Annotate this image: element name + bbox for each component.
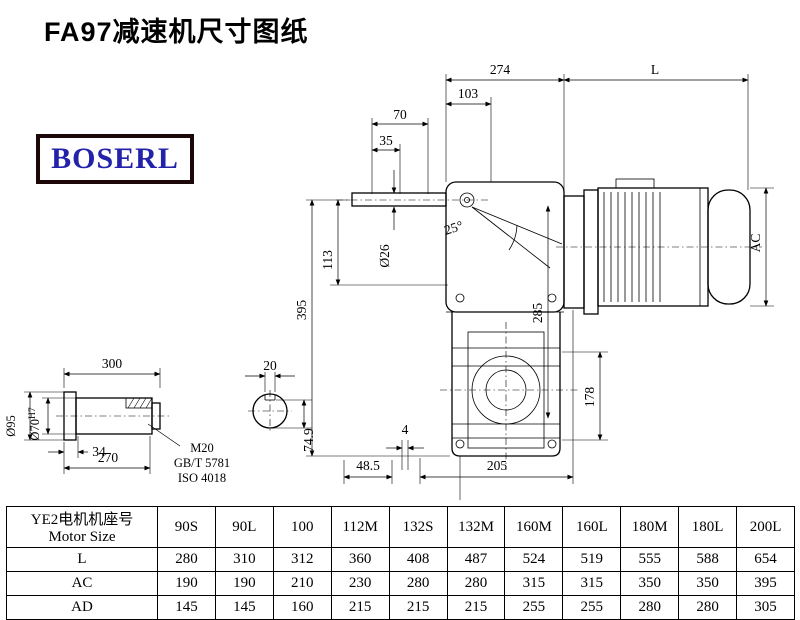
dim-20: 20 (263, 358, 277, 373)
column-header: 200L (736, 506, 795, 548)
motor-outline (563, 178, 751, 315)
dim-70: 70 (393, 107, 407, 122)
column-header: 160M (504, 506, 564, 548)
dim-285: 285 (530, 303, 545, 324)
row-label-AC: AC (6, 571, 158, 596)
column-header: 180M (620, 506, 680, 548)
table-row-L: L 280 310 312 360 408 487 524 519 555 58… (6, 547, 795, 572)
dim-L: L (651, 62, 659, 77)
table-cell: 280 (388, 571, 448, 596)
table-cell: 408 (388, 547, 448, 572)
table-cell: 280 (157, 547, 216, 572)
dim-angle-25: 25° (442, 218, 465, 238)
dim-274: 274 (490, 62, 511, 77)
dim-74-9: 74.9 (301, 428, 316, 452)
shaft-detail-outline (63, 391, 161, 441)
centerlines (56, 199, 762, 470)
table-cell: 310 (214, 547, 274, 572)
table-cell: 280 (446, 571, 506, 596)
table-cell: 654 (736, 547, 795, 572)
shaft-section-outline (252, 393, 288, 429)
motor-size-header-en: Motor Size (48, 529, 116, 545)
column-header: 180L (678, 506, 738, 548)
table-cell: 555 (620, 547, 680, 572)
table-cell: 312 (272, 547, 332, 572)
table-cell: 350 (678, 571, 738, 596)
motor-size-header-cn: YE2电机机座号 (30, 512, 134, 528)
dim-34: 34 (92, 444, 106, 459)
technical-drawing: 274 L 103 70 35 25° Ø26 395 113 285 AC 1… (4, 62, 774, 500)
table-cell: 315 (504, 571, 564, 596)
dim-35: 35 (379, 133, 393, 148)
table-cell: 519 (562, 547, 622, 572)
motor-size-header: YE2电机机座号 Motor Size (6, 506, 158, 548)
dim-103: 103 (458, 86, 479, 101)
column-header: 160L (562, 506, 622, 548)
table-cell: 190 (157, 571, 216, 596)
dimension-lines (27, 77, 769, 480)
table-header-row: YE2电机机座号 Motor Size 90S 90L 100 112M 132… (6, 506, 795, 548)
column-header: 100 (272, 506, 332, 548)
brand-logo-text: BOSERL (51, 142, 179, 175)
column-header: 132S (388, 506, 448, 548)
table-cell: 360 (330, 547, 390, 572)
dimension-table: YE2电机机座号 Motor Size 90S 90L 100 112M 132… (6, 506, 795, 620)
table-cell: 588 (678, 547, 738, 572)
dim-dia-70-h7: Ø70H7 (28, 407, 42, 440)
page-title: FA97减速机尺寸图纸 (44, 17, 309, 47)
table-cell: 210 (272, 571, 332, 596)
standard-callout-iso: ISO 4018 (178, 471, 226, 485)
gearbox-housing-outline (445, 181, 565, 457)
column-header: 112M (330, 506, 390, 548)
column-header: 90S (157, 506, 216, 548)
dim-dia-95: Ø95 (4, 415, 18, 437)
thread-callout-m20: M20 (190, 441, 214, 455)
column-header: 132M (446, 506, 506, 548)
table-cell: 350 (620, 571, 680, 596)
dim-48-5: 48.5 (356, 458, 380, 473)
extension-lines (24, 74, 774, 500)
table-row-AC: AC 190 190 210 230 280 280 315 315 350 3… (6, 571, 795, 596)
h7-tolerance-label: H7 (28, 407, 38, 419)
row-label-L: L (6, 547, 158, 572)
dim-178: 178 (582, 387, 597, 408)
table-cell: 315 (562, 571, 622, 596)
column-header: 90L (214, 506, 274, 548)
table-cell: 395 (736, 571, 795, 596)
dim-205: 205 (487, 458, 508, 473)
brand-logo: BOSERL (36, 134, 194, 184)
dim-dia-26: Ø26 (377, 244, 392, 267)
table-cell: 487 (446, 547, 506, 572)
table-cell: 524 (504, 547, 564, 572)
table-cell: 230 (330, 571, 390, 596)
dia70-label: Ø70 (28, 419, 42, 441)
dim-395: 395 (294, 300, 309, 321)
table-cell: 190 (214, 571, 274, 596)
dim-300: 300 (102, 356, 123, 371)
dim-113: 113 (320, 250, 335, 270)
standard-callout-gbt: GB/T 5781 (174, 456, 230, 470)
dim-AC: AC (748, 234, 763, 253)
dim-4: 4 (402, 422, 409, 437)
dim-270: 270 (98, 450, 119, 465)
